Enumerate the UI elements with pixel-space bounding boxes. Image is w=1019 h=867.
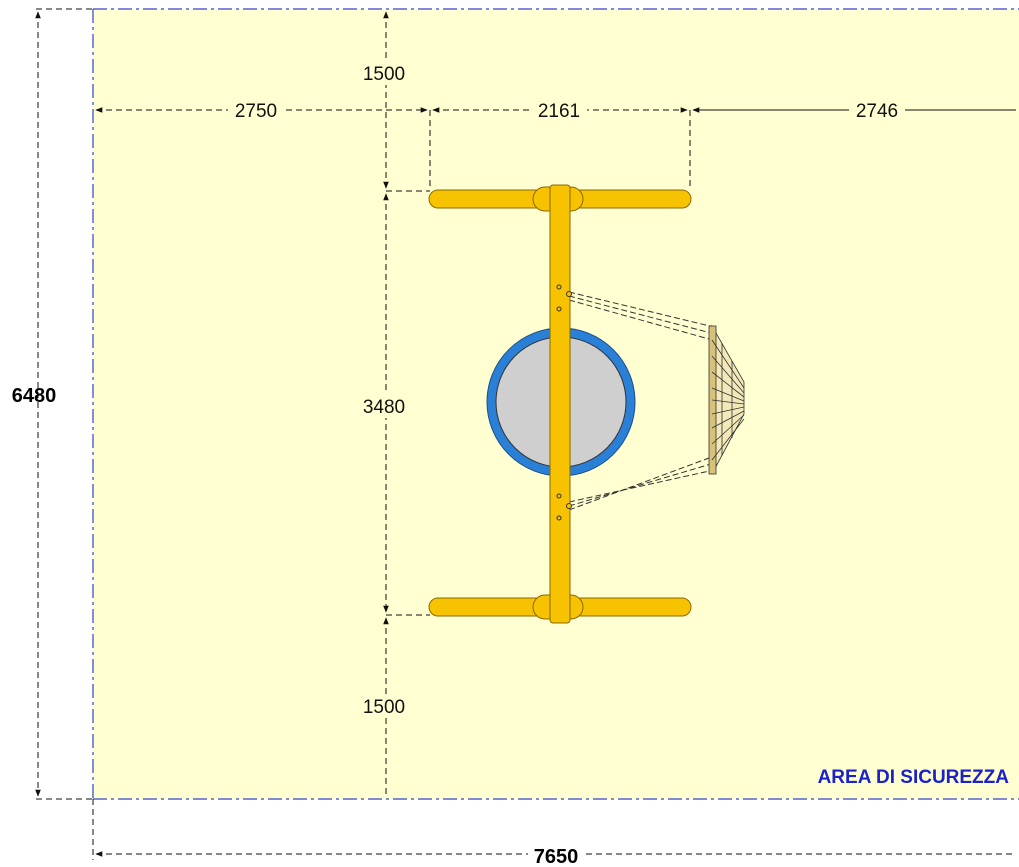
- extension-lines: [36, 8, 691, 860]
- net-seat: [708, 324, 745, 475]
- dim-label-right-offset: 2746: [856, 101, 898, 122]
- dim-label-total-depth: 6480: [12, 385, 57, 407]
- dim-label-frame-length: 3480: [363, 397, 405, 418]
- dim-label-frame-width: 2161: [538, 101, 580, 122]
- central-beam: [549, 184, 571, 624]
- dim-label-left-offset: 2750: [235, 101, 277, 122]
- beam-bolts: [556, 284, 572, 521]
- support-ropes: [568, 291, 715, 511]
- dim-label-total-width: 7650: [534, 846, 579, 867]
- dim-label-top-clearance: 1500: [363, 64, 405, 85]
- dim-label-bottom-clearance: 1500: [363, 697, 405, 718]
- safety-area-label: AREA DI SICUREZZA: [818, 767, 1010, 788]
